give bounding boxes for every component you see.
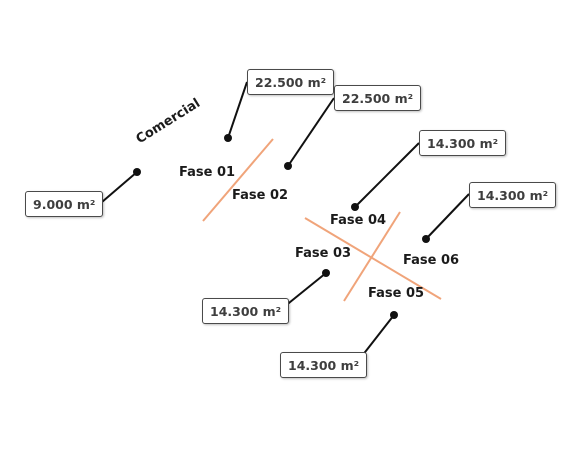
divider-line-east-west <box>304 217 442 300</box>
area-box-comercial: 9.000 m² <box>25 191 104 217</box>
leader-line-fase06 <box>425 193 470 240</box>
area-box-fase02: 22.500 m² <box>334 85 422 111</box>
marker-fase03 <box>322 269 330 277</box>
leader-line-fase02 <box>287 97 335 167</box>
divider-line-north-south <box>343 211 401 302</box>
area-box-fase05: 14.300 m² <box>280 352 368 378</box>
marker-fase02 <box>284 162 292 170</box>
phase-label-fase02: Fase 02 <box>232 188 289 203</box>
leader-line-fase04 <box>354 142 420 208</box>
phase-label-fase04: Fase 04 <box>330 213 387 228</box>
phase-label-fase01: Fase 01 <box>179 165 236 180</box>
area-box-fase06: 14.300 m² <box>469 182 557 208</box>
area-box-fase04: 14.300 m² <box>419 130 507 156</box>
divider-line-fase01-fase02 <box>202 138 274 222</box>
marker-fase06 <box>422 235 430 243</box>
phase-label-fase05: Fase 05 <box>368 286 425 301</box>
phase-label-fase03: Fase 03 <box>295 246 352 261</box>
marker-comercial <box>133 168 141 176</box>
phase-label-fase06: Fase 06 <box>403 253 460 268</box>
area-box-fase03: 14.300 m² <box>202 298 290 324</box>
marker-fase04 <box>351 203 359 211</box>
marker-fase05 <box>390 311 398 319</box>
leader-line-comercial <box>101 171 138 203</box>
area-box-fase01: 22.500 m² <box>247 69 335 95</box>
marker-fase01 <box>224 134 232 142</box>
leader-line-fase01 <box>227 81 248 139</box>
